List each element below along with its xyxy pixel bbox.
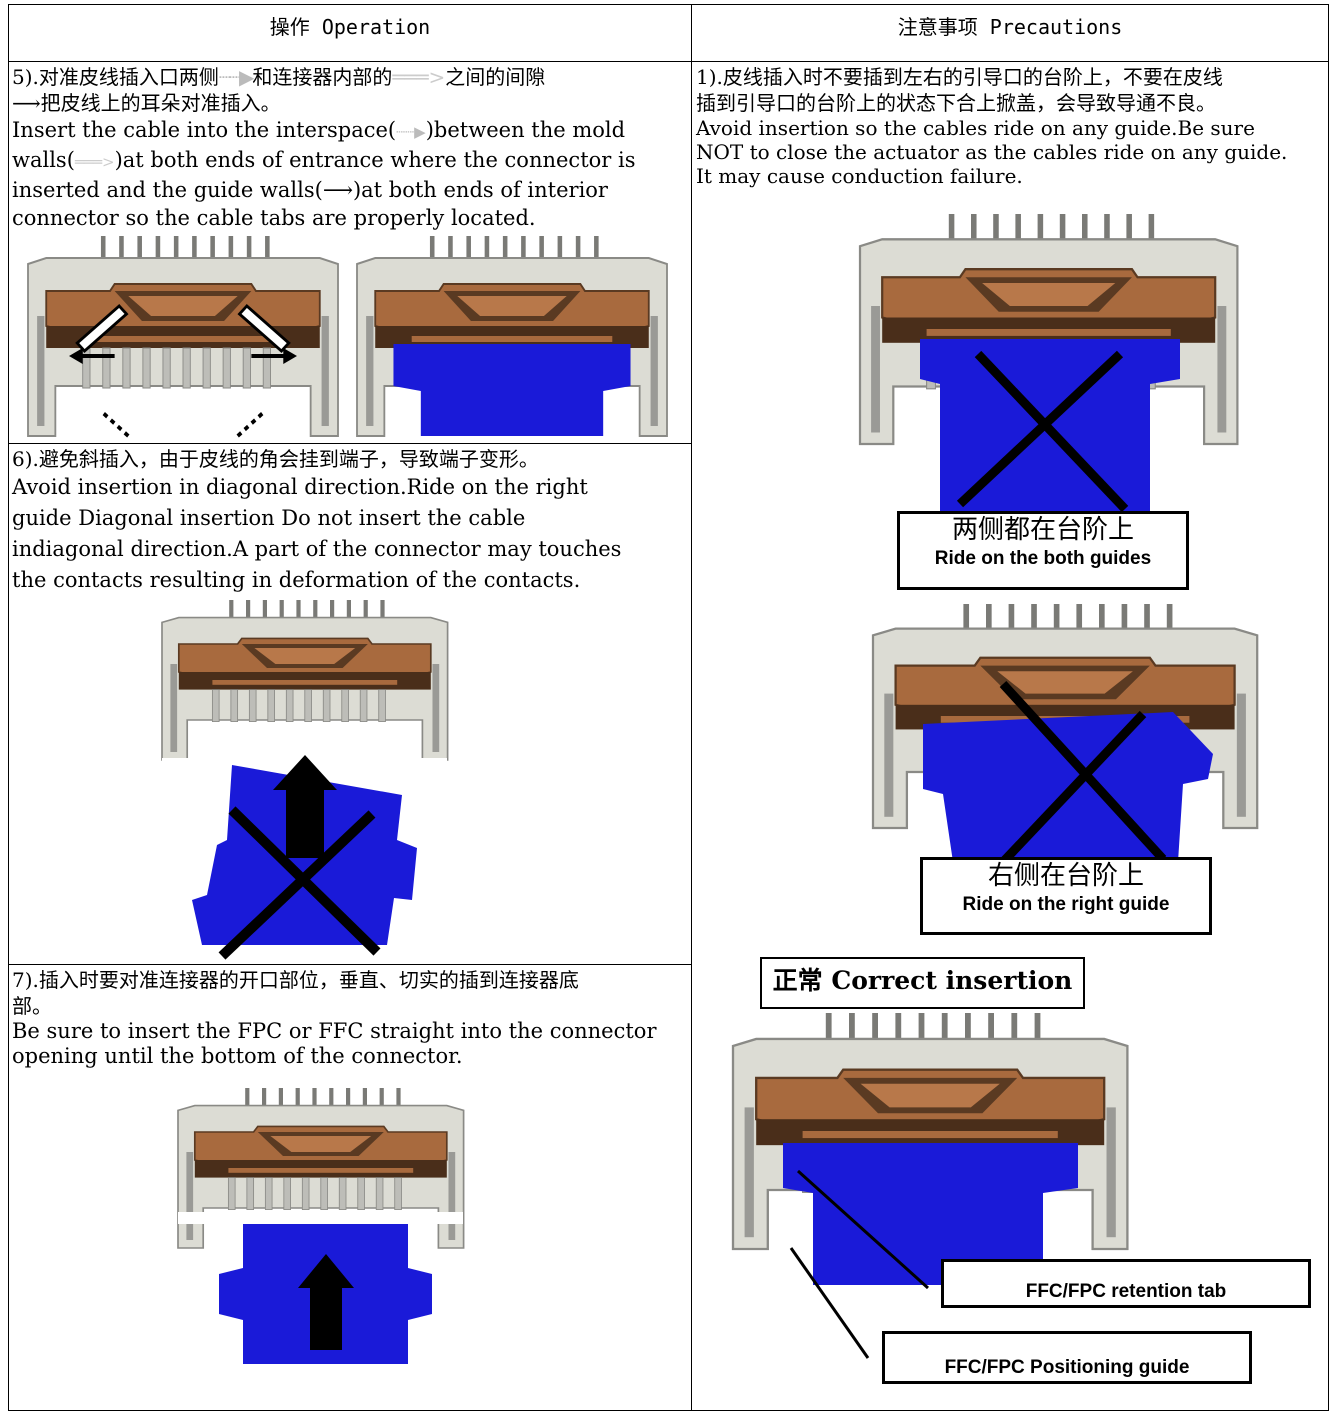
step5-en-3a: inserted and the guide walls( xyxy=(12,178,323,202)
prec1-en-2: NOT to close the actuator as the cables … xyxy=(696,140,1288,164)
precaution1-text: 1).皮线插入时不要插到左右的引导口的台阶上，不要在皮线 插到引导口的台阶上的状… xyxy=(696,64,1328,188)
row-divider-6-7 xyxy=(9,964,691,965)
step5-en-2a: walls( xyxy=(12,148,75,172)
header-operation: 操作 Operation xyxy=(9,5,691,62)
document-table: 操作 Operation 注意事项 Precautions xyxy=(8,4,1329,1411)
right-guide-label-cn: 右侧在台阶上 xyxy=(987,861,1144,891)
double-arrow-icon: ═══> xyxy=(392,65,446,89)
step5-text: 5).对准皮线插入口两侧┈┈▶和连接器内部的═══>之间的间隙 ⟶把皮线上的耳朵… xyxy=(12,64,688,232)
step7-text: 7).插入时要对准连接器的开口部位，垂直、切实的插到连接器底 部。 Be sur… xyxy=(12,967,688,1069)
header-precautions: 注意事项 Precautions xyxy=(692,5,1328,62)
step6-en-4: the contacts resulting in deformation of… xyxy=(12,568,581,592)
step7-en-2: opening until the bottom of the connecto… xyxy=(12,1044,463,1068)
step6-en-1: Avoid insertion in diagonal direction.Ri… xyxy=(12,475,588,499)
prec1-en-1: Avoid insertion so the cables ride on an… xyxy=(696,116,1255,140)
step7-cn-1: 7).插入时要对准连接器的开口部位，垂直、切实的插到连接器底 xyxy=(12,968,579,992)
positioning-guide-label: FFC/FPC Positioning guide xyxy=(882,1331,1252,1384)
header-precautions-text: 注意事项 Precautions xyxy=(897,15,1123,39)
retention-tab-text: FFC/FPC retention tab xyxy=(1025,1281,1227,1302)
solid-arrow-icon: ⟶ xyxy=(322,178,353,202)
step5-en-4: connector so the cable tabs are properly… xyxy=(12,206,536,230)
both-guides-label-cn: 两侧都在台阶上 xyxy=(951,515,1134,545)
solid-arrow-icon: ⟶ xyxy=(12,91,41,115)
step6-cn: 6).避免斜插入，由于皮线的角会挂到端子，导致端子变形。 xyxy=(12,447,539,471)
step6-en-2: guide Diagonal insertion Do not insert t… xyxy=(12,506,526,530)
right-guide-label-en: Ride on the right guide xyxy=(962,894,1170,915)
up-arrow-icon xyxy=(298,1254,354,1350)
step5-cn-1: 5).对准皮线插入口两侧 xyxy=(12,65,219,89)
step6-text: 6).避免斜插入，由于皮线的角会挂到端子，导致端子变形。 Avoid inser… xyxy=(12,446,688,596)
up-arrow-icon xyxy=(273,755,337,858)
row-divider-5-6 xyxy=(9,443,691,444)
right-guide-diagram xyxy=(871,602,1259,866)
step7-straight-insertion-diagram xyxy=(177,1087,465,1364)
step7-en-1: Be sure to insert the FPC or FFC straigh… xyxy=(12,1019,657,1043)
correct-insertion-diagram xyxy=(731,1011,1129,1359)
both-guides-label: 两侧都在台阶上 Ride on the both guides xyxy=(897,511,1189,590)
correct-insertion-text: 正常 Correct insertion xyxy=(772,966,1073,995)
prec1-cn-2: 插到引导口的台阶上的状态下合上掀盖，会导致导通不良。 xyxy=(696,91,1216,115)
step5-cn-1c: 之间的间隙 xyxy=(445,65,546,89)
step5-connector-guides-diagram xyxy=(27,235,339,438)
step6-diagonal-insertion-diagram xyxy=(161,599,449,960)
step6-en-3: indiagonal direction.A part of the conne… xyxy=(12,537,622,561)
dotted-arrow-icon: ┈┈▶ xyxy=(396,123,426,141)
step5-cable-inserted-diagram xyxy=(356,235,668,437)
column-divider xyxy=(691,5,692,1410)
header-divider xyxy=(9,61,1328,62)
header-operation-text: 操作 Operation xyxy=(269,15,431,39)
step5-en-1a: Insert the cable into the interspace( xyxy=(12,118,397,142)
dotted-arrow-icon: ┈┈▶ xyxy=(218,65,254,89)
step5-cn-1b: 和连接器内部的 xyxy=(252,65,393,89)
step5-en-1b: )between the mold xyxy=(425,118,626,142)
positioning-guide-text: FFC/FPC Positioning guide xyxy=(944,1357,1190,1378)
both-guides-label-en: Ride on the both guides xyxy=(934,548,1152,569)
prec1-en-3: It may cause conduction failure. xyxy=(696,164,1023,188)
right-guide-label: 右侧在台阶上 Ride on the right guide xyxy=(920,857,1212,935)
step5-en-2b: )at both ends of entrance where the conn… xyxy=(114,148,636,172)
step7-cn-2: 部。 xyxy=(12,994,52,1018)
step5-cn-2: 把皮线上的耳朵对准插入。 xyxy=(40,91,281,115)
double-arrow-icon: ═══> xyxy=(74,153,115,171)
prec1-cn-1: 1).皮线插入时不要插到左右的引导口的台阶上，不要在皮线 xyxy=(696,65,1223,89)
retention-tab-label: FFC/FPC retention tab xyxy=(941,1259,1311,1308)
step5-en-3b: )at both ends of interior xyxy=(352,178,608,202)
correct-insertion-label: 正常 Correct insertion xyxy=(760,957,1085,1009)
both-guides-diagram xyxy=(858,212,1239,514)
